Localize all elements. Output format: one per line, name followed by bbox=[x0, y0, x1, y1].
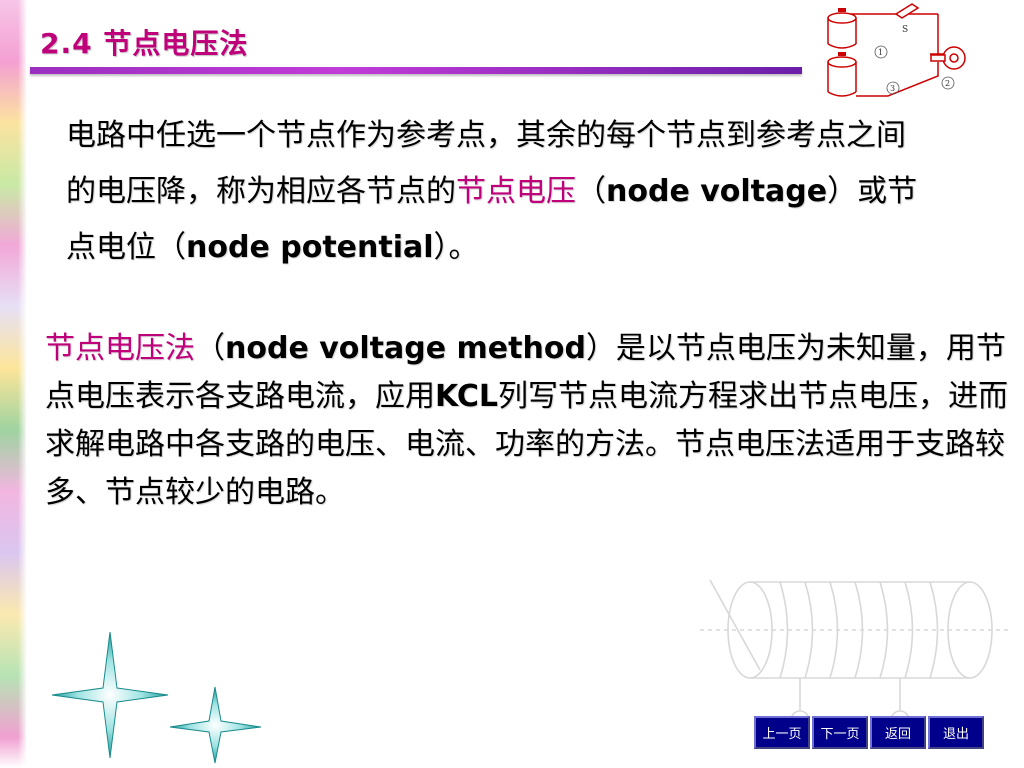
para1-text-1: 电路中任选一个节点作为参考点，其余的每个节点到参考点之间的电压降，称为相应各节点… bbox=[66, 118, 906, 209]
method-paragraph: 节点电压法（node voltage method）是以节点电压为未知量，用节点… bbox=[45, 325, 1010, 517]
switch-label: S bbox=[902, 25, 908, 35]
para1-text-2: （ bbox=[576, 174, 606, 209]
para2-text-1: （ bbox=[195, 331, 225, 366]
coil-watermark-icon bbox=[700, 579, 1010, 730]
para1-text-3: ）或节点电位（ bbox=[66, 174, 918, 265]
previous-page-button[interactable]: 上一页 bbox=[754, 716, 810, 749]
title-underline bbox=[30, 67, 802, 74]
sparkle-star-small-icon bbox=[169, 686, 262, 764]
return-button[interactable]: 返回 bbox=[870, 716, 926, 749]
slide-title: 2.4 节点电压法 bbox=[40, 27, 249, 60]
para2-text-2: ）是以节点电压为未知量，用节点电压表示各支路电流，应用 bbox=[45, 331, 1006, 414]
circuit-diagram-icon: S 1 2 3 bbox=[827, 3, 966, 97]
sparkle-star-icon bbox=[51, 631, 169, 759]
slide-navigation: 上一页 下一页 返回 退出 bbox=[754, 716, 984, 749]
para2-text-3: 列写节点电流方程求出节点电压，进而求解电路中各支路的电压、电流、功率的方法。节点… bbox=[45, 379, 1009, 510]
next-page-button[interactable]: 下一页 bbox=[812, 716, 868, 749]
term-english-node-potential: node potential bbox=[186, 230, 434, 265]
para1-text-4: ）。 bbox=[433, 230, 479, 265]
definition-paragraph: 电路中任选一个节点作为参考点，其余的每个节点到参考点之间的电压降，称为相应各节点… bbox=[66, 108, 918, 276]
node-label-2: 2 bbox=[945, 79, 950, 88]
decorative-left-strip bbox=[0, 0, 26, 768]
term-english-node-voltage: node voltage bbox=[606, 174, 828, 209]
node-label-3: 3 bbox=[890, 84, 895, 93]
node-label-1: 1 bbox=[878, 48, 883, 57]
exit-button[interactable]: 退出 bbox=[928, 716, 984, 749]
term-english-node-voltage-method: node voltage method bbox=[225, 331, 586, 366]
term-node-voltage: 节点电压 bbox=[456, 174, 576, 209]
term-kcl: KCL bbox=[435, 379, 499, 414]
term-node-voltage-method: 节点电压法 bbox=[45, 331, 195, 366]
